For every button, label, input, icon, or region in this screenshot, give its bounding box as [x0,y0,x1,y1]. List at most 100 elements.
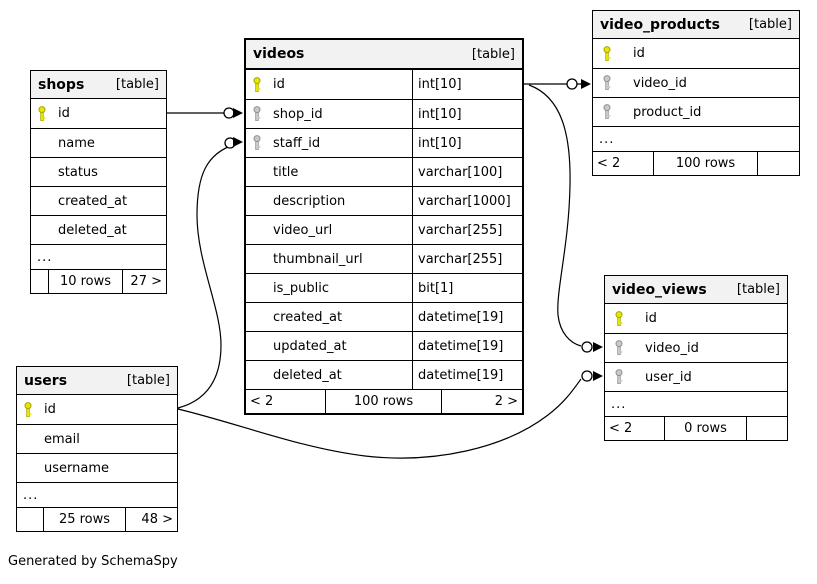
fk-arrow-marker [593,342,603,352]
column-name: is_public [273,280,329,296]
table-row: username [17,453,177,482]
hidden-columns-ellipsis: ... [605,391,787,416]
table-row: video_id [605,333,787,362]
table-row: id [593,39,799,68]
primary-key-icon [246,76,273,93]
table-row: video_id [593,68,799,97]
table-row: shop_id int[10] [246,99,522,128]
table-row: video_url varchar[255] [246,215,522,244]
column-name: id [58,106,70,121]
primary-key-icon [605,310,645,327]
column-name: id [44,402,56,417]
table-type-tag: [table] [748,17,792,32]
table-row: id int[10] [246,70,522,99]
column-name: description [273,193,346,209]
table-title[interactable]: videos [253,46,305,62]
table-video_views: video_views [table] id video_id user_id … [604,275,788,441]
foreign-key-icon [246,135,273,151]
table-row: thumbnail_url varchar[255] [246,244,522,273]
related-tables-left[interactable]: < 2 [605,417,665,440]
column-name: video_url [273,222,333,238]
foreign-key-icon [605,369,645,385]
table-row: email [17,424,177,453]
column-name: email [44,431,80,447]
table-row: title varchar[100] [246,157,522,186]
table-footer: 25 rows 48 > [17,507,177,531]
column-type: datetime[19] [418,367,504,383]
table-title[interactable]: video_products [600,16,720,33]
table-row: is_public bit[1] [246,273,522,302]
table-row: description varchar[1000] [246,186,522,215]
related-tables-right[interactable]: 27 > [130,274,162,289]
table-video_products-header[interactable]: video_products [table] [593,11,799,39]
foreign-key-icon [246,106,273,122]
related-tables-left [31,270,49,293]
table-title[interactable]: shops [38,76,85,93]
table-video_products: video_products [table] id video_id produ… [592,10,800,176]
table-video_views-header[interactable]: video_views [table] [605,276,787,304]
table-title[interactable]: video_views [612,281,707,298]
table-shops-header[interactable]: shops [table] [31,71,166,99]
table-row: created_at datetime[19] [246,302,522,331]
column-type: int[10] [418,106,462,122]
table-row: updated_at datetime[19] [246,331,522,360]
table-row: deleted_at [31,215,166,244]
hidden-columns-ellipsis: ... [593,126,799,151]
column-type: varchar[255] [418,251,503,267]
related-tables-right[interactable]: 48 > [141,512,173,527]
column-name: deleted_at [58,222,127,238]
column-name: created_at [273,309,343,325]
table-row: deleted_at datetime[19] [246,360,522,389]
primary-key-icon [31,105,58,122]
row-count: 100 rows [654,152,758,175]
zero-or-one-marker [223,107,235,119]
column-name: id [645,311,657,326]
column-type: varchar[1000] [418,193,511,209]
column-name: video_id [645,340,699,356]
relation-users-videos [177,137,243,409]
row-count: 25 rows [44,508,126,531]
table-row: staff_id int[10] [246,128,522,157]
column-name: created_at [58,193,128,209]
fk-arrow-marker [581,79,591,89]
table-users-header[interactable]: users [table] [17,367,177,395]
table-videos-header[interactable]: videos [table] [246,40,522,70]
relation-videos-video_products [524,78,591,90]
column-name: status [58,164,98,180]
related-tables-left[interactable]: < 2 [246,390,326,413]
row-count: 0 rows [665,417,747,440]
table-row: status [31,157,166,186]
foreign-key-icon [593,104,633,120]
table-row: name [31,128,166,157]
column-type: bit[1] [418,280,454,296]
generated-by-caption: Generated by SchemaSpy [8,554,178,569]
column-type: varchar[255] [418,222,503,238]
column-name: title [273,164,299,180]
column-name: deleted_at [273,367,342,383]
table-row: id [17,395,177,424]
row-count: 100 rows [326,390,442,413]
related-tables-left[interactable]: < 2 [593,152,654,175]
table-type-tag: [table] [115,77,159,92]
table-users: users [table] id email username ... 25 r… [16,366,178,532]
related-tables-right[interactable]: 2 > [494,394,518,409]
fk-arrow-marker [233,137,243,147]
related-tables-right [747,417,787,440]
table-videos: videos [table] id int[10] shop_id int[10… [244,38,524,415]
column-name: product_id [633,104,702,120]
zero-or-one-marker [581,370,593,382]
table-row: product_id [593,97,799,126]
column-type: datetime[19] [418,309,504,325]
column-name: video_id [633,75,687,91]
fk-arrow-marker [233,108,243,118]
table-title[interactable]: users [24,372,68,389]
column-name: thumbnail_url [273,251,363,267]
table-footer: < 2 0 rows [605,416,787,440]
fk-arrow-marker [593,371,603,381]
table-row: created_at [31,186,166,215]
column-type: datetime[19] [418,338,504,354]
column-name: staff_id [273,135,321,151]
table-footer: < 2 100 rows [593,151,799,175]
column-name: updated_at [273,338,347,354]
